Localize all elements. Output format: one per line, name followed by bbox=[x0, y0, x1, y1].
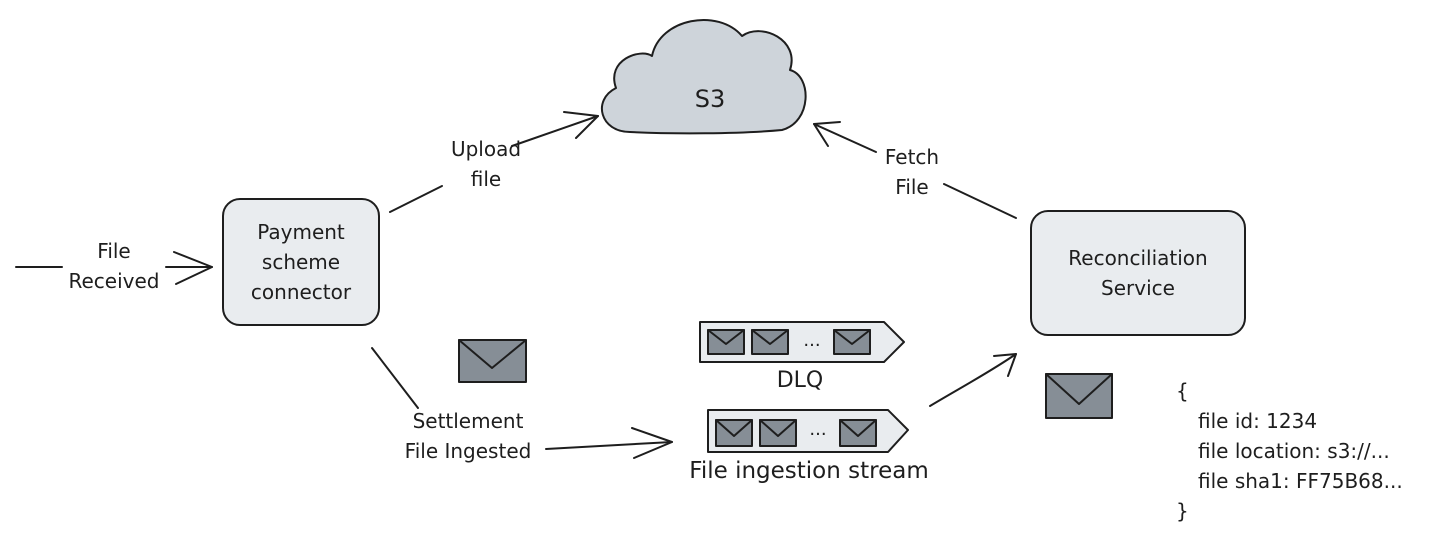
payload-close-brace: } bbox=[1176, 499, 1189, 523]
upload-file-line-1: Upload bbox=[450, 137, 522, 161]
envelope-icon-reconciliation bbox=[1045, 373, 1113, 419]
reconciliation-line-1: Reconciliation bbox=[1068, 246, 1208, 270]
payload-field: file sha1: FF75B68... bbox=[1198, 469, 1403, 493]
fetch-file-line-1: Fetch bbox=[884, 145, 940, 169]
payload-field: file location: s3://... bbox=[1198, 439, 1390, 463]
connector-line-1: Payment bbox=[257, 220, 345, 244]
payload-field: file id: 1234 bbox=[1198, 409, 1318, 433]
reconciliation-service-node[interactable]: Reconciliation Service bbox=[1030, 210, 1246, 336]
s3-cloud-icon bbox=[600, 19, 807, 135]
file-received-line-2: Received bbox=[68, 269, 160, 293]
dlq-queue-shape bbox=[699, 321, 905, 363]
connector-line-3: connector bbox=[250, 280, 352, 304]
fetch-file-line-2: File bbox=[895, 175, 929, 199]
upload-file-arrow bbox=[389, 111, 599, 213]
connector-line-2: scheme bbox=[261, 250, 341, 274]
settlement-label: Settlement File Ingested bbox=[388, 406, 548, 466]
settlement-arrow bbox=[371, 347, 673, 459]
stream-queue-shape bbox=[707, 409, 909, 453]
s3-label: S3 bbox=[694, 85, 726, 113]
settlement-line-2: File Ingested bbox=[404, 439, 532, 463]
reconciliation-line-2: Service bbox=[1101, 276, 1175, 300]
dlq-ellipsis: ... bbox=[803, 330, 821, 351]
file-received-label: File Received bbox=[56, 236, 172, 296]
fetch-file-label: Fetch File bbox=[864, 142, 960, 202]
file-received-line-1: File bbox=[97, 239, 131, 263]
fetch-file-arrow bbox=[813, 121, 1017, 219]
upload-file-label: Upload file bbox=[436, 134, 536, 194]
envelope-icon-connector bbox=[458, 339, 527, 383]
settlement-line-1: Settlement bbox=[412, 409, 524, 433]
stream-ellipsis: ... bbox=[809, 419, 827, 440]
stream-label: File ingestion stream bbox=[689, 458, 929, 484]
payload-open-brace: { bbox=[1176, 379, 1189, 403]
file-received-arrow bbox=[15, 251, 213, 285]
dlq-label: DLQ bbox=[776, 368, 824, 393]
upload-file-line-2: file bbox=[470, 167, 502, 191]
message-payload: { file id: 1234 file location: s3://... … bbox=[1176, 376, 1403, 526]
stream-to-reconciliation-arrow bbox=[929, 353, 1017, 407]
payment-scheme-connector-node[interactable]: Payment scheme connector bbox=[222, 198, 380, 326]
